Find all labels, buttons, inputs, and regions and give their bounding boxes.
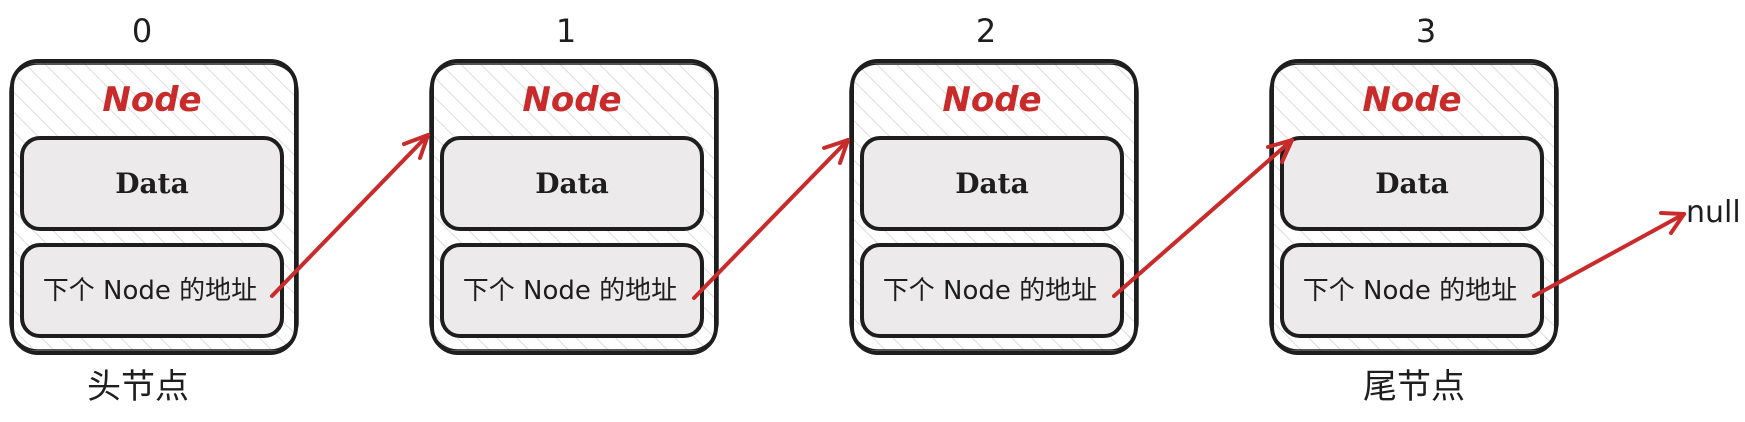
data-label-2: Data xyxy=(955,167,1029,200)
node-index-2: 2 xyxy=(976,12,996,50)
node-0: 0 Node Data 下个 Node 的地址 xyxy=(9,12,299,355)
next-pointer-label-1: 下个 Node 的地址 xyxy=(463,276,677,306)
head-node-caption: 头节点 xyxy=(87,367,189,407)
data-field-3 xyxy=(1280,136,1544,231)
node-1: 1 Node Data 下个 Node 的地址 xyxy=(429,12,719,355)
node-title-0: Node xyxy=(102,80,201,120)
tail-node-caption: 尾节点 xyxy=(1363,367,1465,407)
next-pointer-field-0 xyxy=(20,243,284,338)
node-box-outline-0 xyxy=(9,63,299,351)
node-2: 2 Node Data 下个 Node 的地址 xyxy=(849,12,1139,355)
pointer-arrow-2-to-3 xyxy=(1112,138,1294,298)
data-field-2 xyxy=(860,136,1124,231)
node-box-outline-3 xyxy=(1269,63,1559,351)
data-field-1 xyxy=(440,136,704,231)
data-label-0: Data xyxy=(115,167,189,200)
node-index-1: 1 xyxy=(556,12,576,50)
pointer-arrow-1-to-2 xyxy=(692,138,850,300)
node-index-0: 0 xyxy=(132,12,152,50)
data-label-1: Data xyxy=(535,167,609,200)
node-box-outline-1 xyxy=(429,63,719,351)
node-title-2: Node xyxy=(942,80,1041,120)
node-3: 3 Node Data 下个 Node 的地址 xyxy=(1269,12,1559,355)
pointer-arrow-3-to-null xyxy=(1532,211,1686,298)
node-title-1: Node xyxy=(522,80,621,120)
null-label: null xyxy=(1686,195,1741,230)
node-box-outline-2 xyxy=(849,63,1139,351)
next-pointer-label-3: 下个 Node 的地址 xyxy=(1303,276,1517,306)
next-pointer-label-2: 下个 Node 的地址 xyxy=(883,276,1097,306)
next-pointer-label-0: 下个 Node 的地址 xyxy=(43,276,257,306)
pointer-arrow-0-to-1 xyxy=(270,133,430,298)
node-title-3: Node xyxy=(1362,80,1461,120)
data-field-0 xyxy=(20,136,284,231)
node-index-3: 3 xyxy=(1416,12,1436,50)
data-label-3: Data xyxy=(1375,167,1449,200)
